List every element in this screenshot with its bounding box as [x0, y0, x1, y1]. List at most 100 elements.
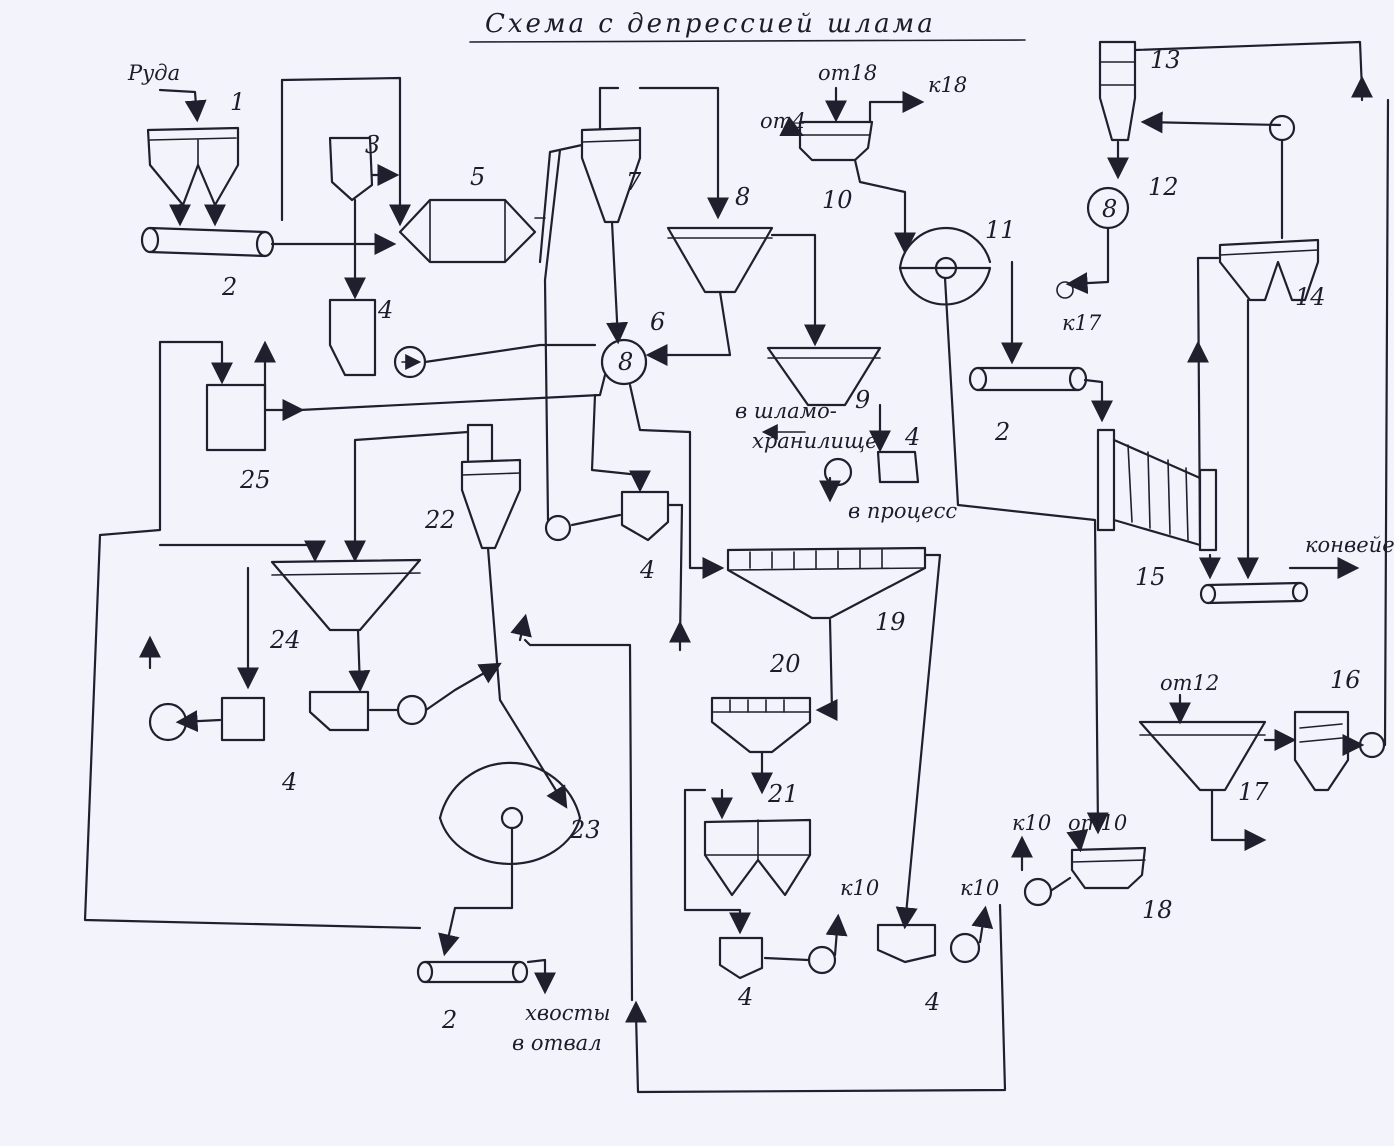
- conveyor-2-right: [970, 368, 1086, 390]
- pump-bottom-b: [951, 934, 979, 962]
- thickener-20: [712, 698, 810, 752]
- label-24: 24: [269, 626, 301, 654]
- ore-label: Руда: [127, 61, 180, 85]
- to-10-b: к10: [840, 876, 879, 900]
- label-4a: 4: [377, 296, 393, 324]
- flotation-10: [800, 122, 872, 160]
- to-10-a: к10: [1012, 811, 1051, 835]
- 19-overflow: [905, 555, 940, 925]
- pump-18: [1025, 879, 1051, 905]
- ore-bin-1: [148, 128, 238, 205]
- label-4e: 4: [924, 988, 940, 1016]
- pump-bottom-a: [809, 947, 835, 973]
- label-15: 15: [1135, 563, 1166, 591]
- cyclone-13: [1100, 42, 1362, 140]
- pump-mid-to-22: [426, 665, 498, 710]
- right-return: [1385, 100, 1388, 745]
- 7-overflow: [640, 88, 718, 215]
- sump-4-center: [622, 492, 668, 540]
- fan-14: [1270, 116, 1294, 140]
- sump-4-bottom-a: [720, 938, 762, 978]
- bottom-loop: [636, 905, 1005, 1092]
- label-19: 19: [875, 608, 906, 636]
- pump-6-glyph: 8: [618, 348, 633, 376]
- label-7: 7: [626, 168, 642, 196]
- 10-to-18: [870, 102, 920, 122]
- label-4c: 4: [281, 768, 297, 796]
- fan-to-13: [1145, 122, 1280, 125]
- 21-to-sump: [685, 790, 740, 930]
- 23-to-conveyor: [445, 828, 512, 952]
- label-25: 25: [239, 466, 271, 494]
- up-arrow-22: [520, 618, 525, 640]
- cyclone-22: [462, 425, 520, 548]
- title-underline: [470, 40, 1025, 42]
- 22-to-24: [355, 432, 468, 558]
- ball-mill-5: [400, 200, 545, 262]
- sump-4-mid: [310, 692, 368, 730]
- conveyor-2-top: [142, 228, 273, 256]
- from-18: от18: [818, 61, 877, 85]
- pump-center: [546, 516, 570, 540]
- sump-4-bottom-b: [878, 925, 935, 962]
- unit-25: [207, 385, 265, 450]
- 8-to-9: [772, 235, 815, 342]
- 19-to-20: [820, 620, 832, 710]
- sump-4-a: [330, 300, 375, 375]
- tails-1: хвосты: [525, 1001, 611, 1025]
- ore-feed-arrow: [160, 90, 197, 118]
- 10-to-11: [855, 160, 905, 250]
- label-2b: 2: [994, 418, 1010, 446]
- sump-center-up: [668, 505, 682, 640]
- diagram-title: Схема с депрессией шлама: [485, 9, 936, 39]
- label-18: 18: [1142, 896, 1173, 924]
- slime-storage-1: в шламо-: [735, 399, 837, 423]
- label-8: 8: [735, 183, 750, 211]
- sump-4-process: [878, 452, 918, 482]
- 24-underflow: [358, 630, 360, 688]
- filter-21: [705, 820, 810, 895]
- label-5: 5: [470, 163, 485, 191]
- label-12: 12: [1148, 173, 1179, 201]
- thickener-8: [668, 228, 772, 355]
- label-2c: 2: [441, 1006, 457, 1034]
- pump-a-line: [425, 345, 595, 362]
- 6-to-19: [630, 385, 720, 568]
- 7-underflow: [612, 222, 618, 340]
- cyclone-7: [582, 88, 640, 222]
- conveyor-label: конвейер: [1305, 533, 1394, 557]
- return-to-mill: [282, 78, 400, 222]
- 6-to-sump: [592, 395, 640, 488]
- to-18: к18: [928, 73, 967, 97]
- 12-to-17: [1070, 228, 1108, 284]
- label-9: 9: [855, 386, 870, 414]
- label-20: 20: [769, 650, 801, 678]
- feed-24: [160, 545, 315, 558]
- label-1: 1: [230, 88, 245, 116]
- left-loop: [85, 342, 420, 928]
- label-10: 10: [822, 186, 853, 214]
- 11-to-18: [945, 278, 1098, 830]
- label-21: 21: [767, 780, 799, 808]
- conveyor-final: [1201, 583, 1307, 603]
- label-4f: 4: [639, 556, 655, 584]
- label-22: 22: [424, 506, 456, 534]
- label-4d: 4: [737, 983, 753, 1011]
- to-process: в процесс: [848, 499, 957, 523]
- label-11: 11: [985, 216, 1016, 244]
- label-6: 6: [650, 308, 665, 336]
- flotation-18: [1072, 848, 1145, 888]
- label-23: 23: [569, 816, 601, 844]
- pump-16: [1360, 733, 1384, 757]
- line-to-6: [300, 375, 605, 410]
- label-17: 17: [1238, 778, 1269, 806]
- unit-16: [1295, 712, 1348, 790]
- tails-2: в отвал: [512, 1031, 602, 1055]
- from-10: от10: [1068, 811, 1127, 835]
- label-16: 16: [1330, 666, 1361, 694]
- label-4b: 4: [904, 423, 920, 451]
- mill-to-7: [540, 145, 582, 262]
- label-13: 13: [1150, 46, 1181, 74]
